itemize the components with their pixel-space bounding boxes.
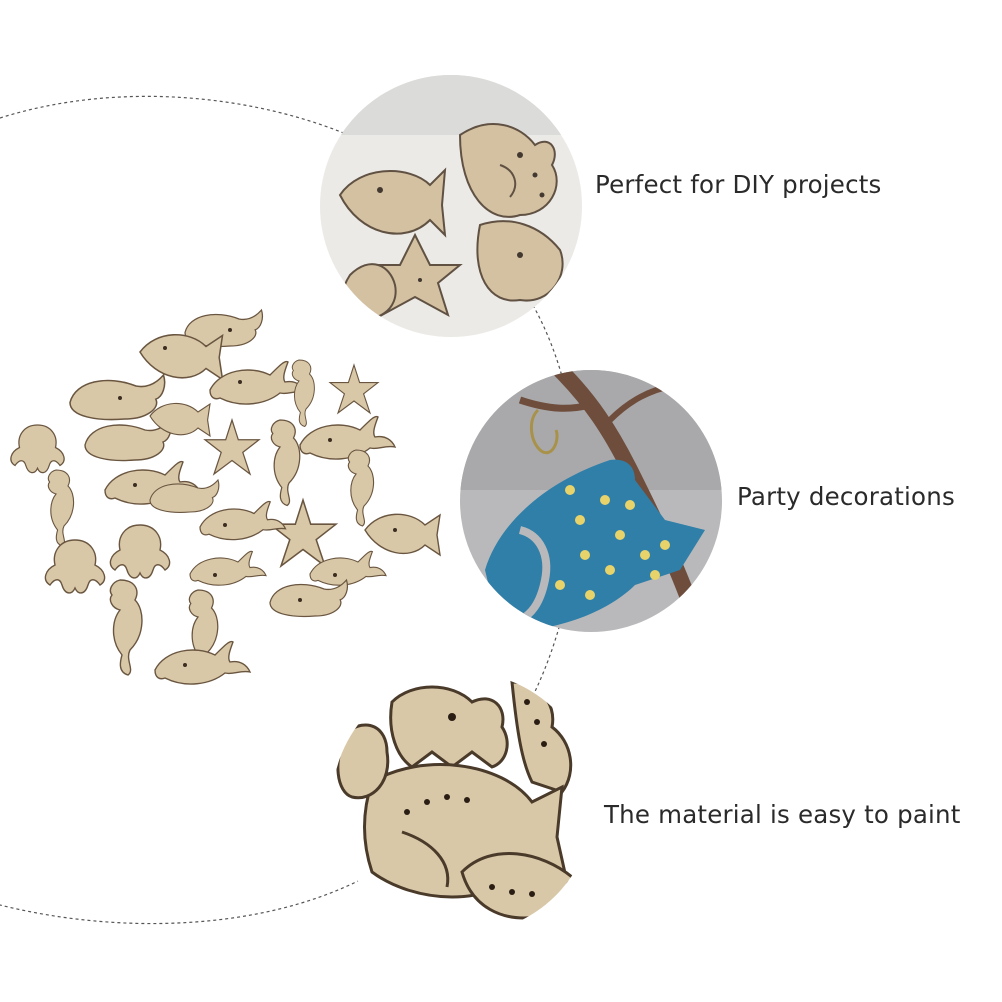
feature-label: The material is easy to paint [604, 800, 961, 829]
wooden-sea-animal-cutouts-image [10, 309, 441, 685]
bagged-wood-pieces-photo [320, 75, 582, 337]
feature-label: Party decorations [737, 482, 955, 511]
feature-label: Perfect for DIY projects [595, 170, 882, 199]
wood-piece-closeup-photo [332, 672, 594, 934]
hanging-blue-fish-ornament-photo [460, 370, 722, 632]
